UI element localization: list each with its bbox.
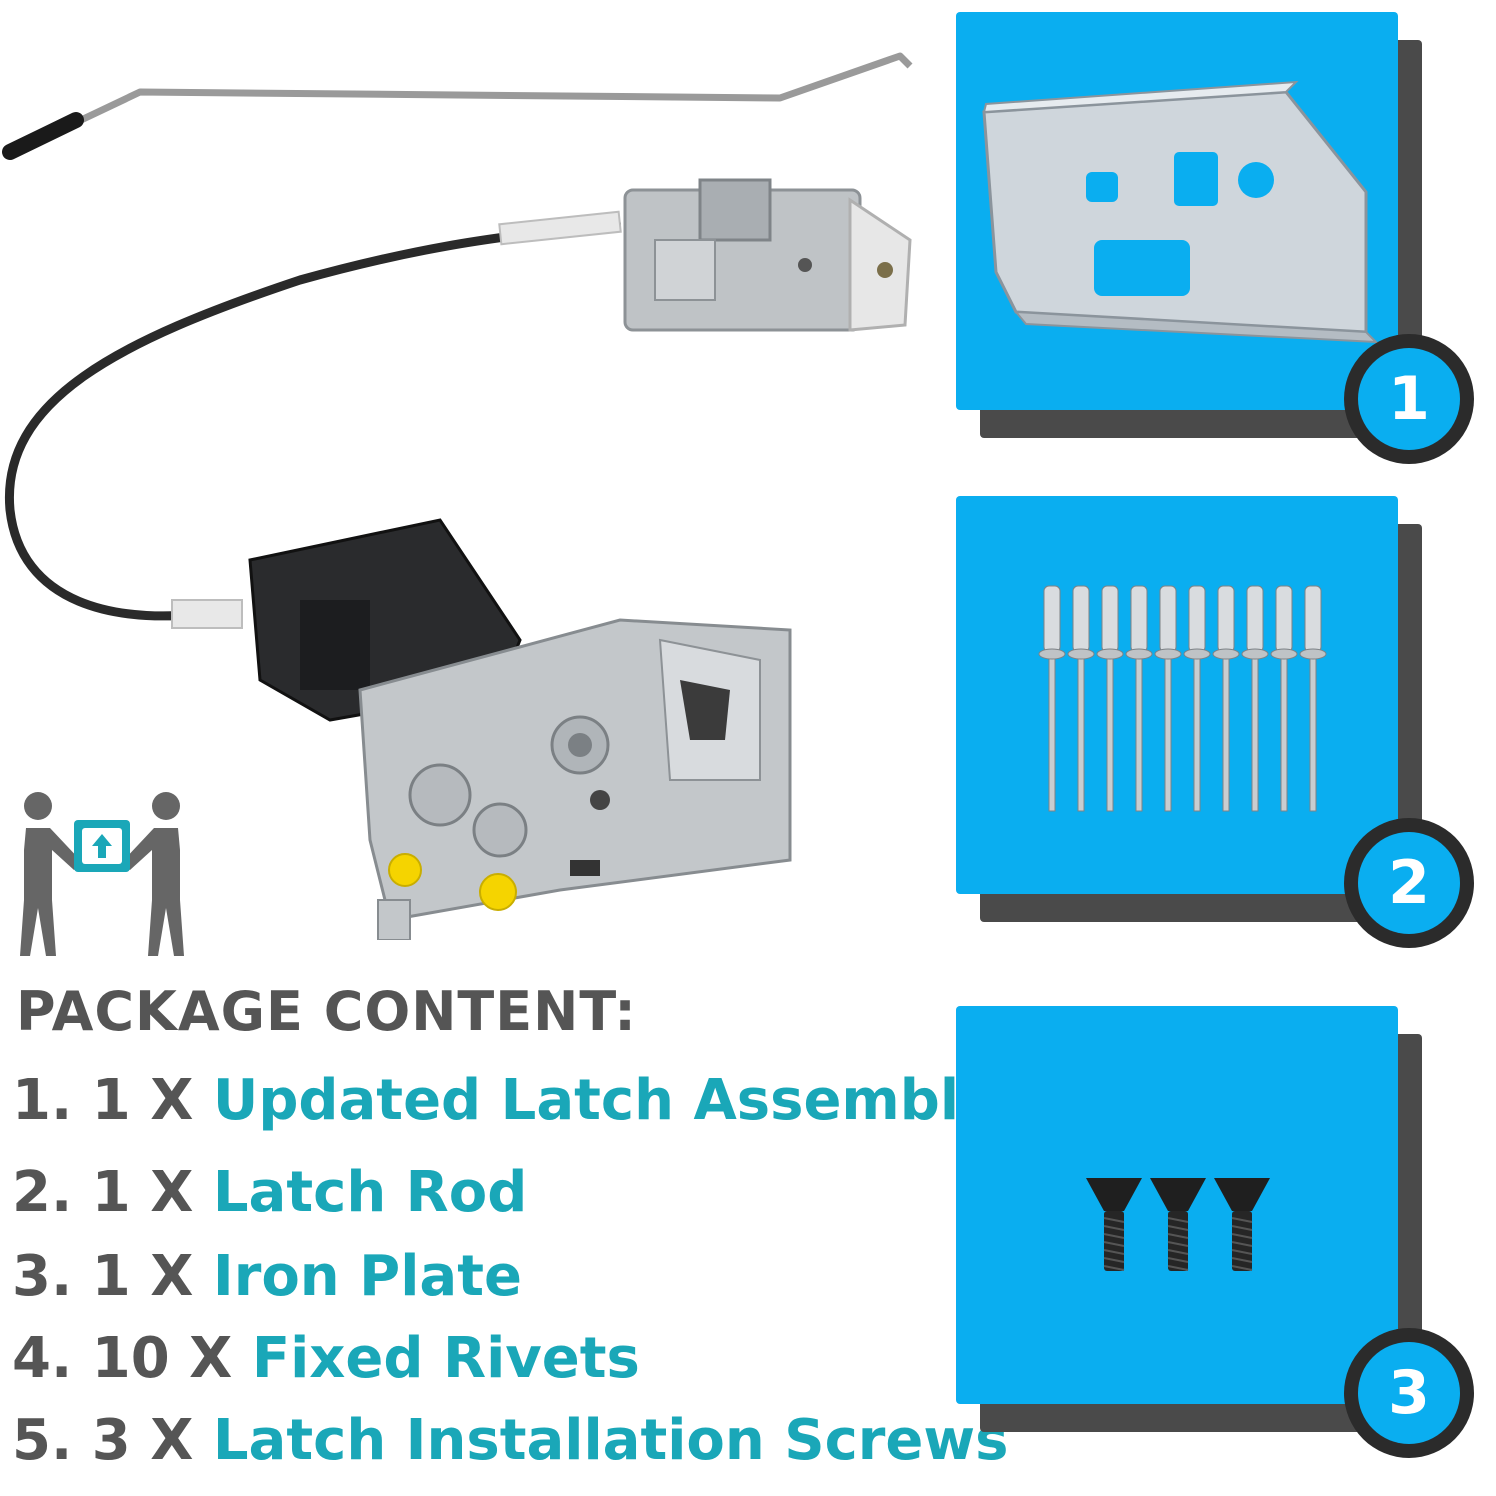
card-panel: [956, 496, 1398, 894]
package-item-prefix: 1. 1 X: [12, 1068, 213, 1133]
package-item-2: 2. 1 X Latch Rod: [12, 1160, 527, 1225]
fixed-rivets-image: [1038, 585, 1327, 812]
card-number-badge: 3: [1344, 1328, 1474, 1458]
package-item-name: Updated Latch Assembly: [212, 1068, 996, 1133]
card-number: 3: [1358, 1342, 1460, 1444]
rivet: [1038, 585, 1066, 812]
card-iron-plate: 1: [956, 12, 1474, 464]
main-latch: [248, 518, 792, 940]
latch-rod: [2, 52, 913, 160]
package-item-3: 3. 1 X Iron Plate: [12, 1244, 522, 1309]
package-item-name: Latch Installation Screws: [212, 1408, 1009, 1473]
installation-screws-image: [1086, 1178, 1270, 1271]
package-item-name: Fixed Rivets: [251, 1326, 640, 1391]
screw: [1150, 1178, 1206, 1271]
iron-plate-image: [982, 80, 1379, 344]
card-number-badge: 1: [1344, 334, 1474, 464]
package-item-prefix: 3. 1 X: [12, 1244, 213, 1309]
package-item-prefix: 4. 10 X: [12, 1326, 252, 1391]
rivet: [1270, 585, 1298, 812]
card-number: 1: [1358, 348, 1460, 450]
package-item-name: Iron Plate: [212, 1244, 522, 1309]
rivet: [1241, 585, 1269, 812]
rivet: [1067, 585, 1095, 812]
package-item-prefix: 5. 3 X: [12, 1408, 213, 1473]
rivet: [1096, 585, 1124, 812]
card-number: 2: [1358, 832, 1460, 934]
rivet: [1183, 585, 1211, 812]
card-fixed-rivets: 2: [956, 496, 1474, 948]
rivet: [1299, 585, 1327, 812]
package-item-4: 4. 10 X Fixed Rivets: [12, 1326, 640, 1391]
card-number-badge: 2: [1344, 818, 1474, 948]
latch-assembly-image: [2, 52, 913, 940]
delivery-hands-icon: [20, 792, 184, 956]
rivet: [1125, 585, 1153, 812]
package-item-prefix: 2. 1 X: [12, 1160, 213, 1225]
rivet: [1154, 585, 1182, 812]
screw: [1214, 1178, 1270, 1271]
card-installation-screws: 3: [956, 1006, 1474, 1458]
rivet: [1212, 585, 1240, 812]
package-content-title: PACKAGE CONTENT:: [16, 980, 637, 1043]
package-item-5: 5. 3 X Latch Installation Screws: [12, 1408, 1008, 1473]
screw: [1086, 1178, 1142, 1271]
package-item-name: Latch Rod: [212, 1160, 528, 1225]
package-item-1: 1. 1 X Updated Latch Assembly: [12, 1068, 996, 1133]
upper-latch: [623, 178, 912, 332]
